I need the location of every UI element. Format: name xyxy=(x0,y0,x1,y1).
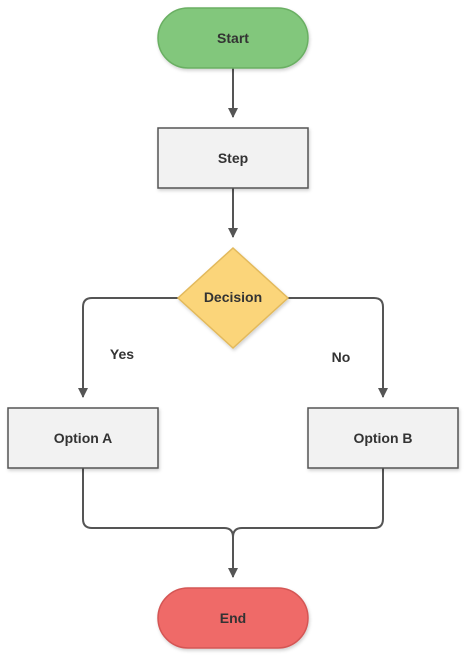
end-node[interactable] xyxy=(157,587,309,649)
step-shape xyxy=(157,127,309,189)
connector-option-b-to-end xyxy=(232,468,384,538)
option-b-node[interactable] xyxy=(307,407,459,469)
step-node[interactable] xyxy=(157,127,309,189)
end-label: End xyxy=(220,610,246,626)
decision-shape xyxy=(176,246,290,350)
no-edge-label: No xyxy=(332,349,351,365)
connector-option-a-to-end xyxy=(82,468,238,578)
end-shape xyxy=(157,587,309,649)
start-shape xyxy=(157,7,309,69)
option-b-label: Option B xyxy=(353,430,412,446)
decision-node[interactable] xyxy=(176,246,290,350)
step-label: Step xyxy=(218,150,248,166)
decision-label: Decision xyxy=(204,289,262,305)
option-a-label: Option A xyxy=(54,430,113,446)
option-a-node[interactable] xyxy=(7,407,159,469)
option-a-shape xyxy=(7,407,159,469)
option-b-shape xyxy=(307,407,459,469)
connector-decision-to-option-a xyxy=(78,297,178,398)
start-label: Start xyxy=(217,30,249,46)
connector-decision-to-option-b xyxy=(288,297,388,398)
start-node[interactable] xyxy=(157,7,309,69)
yes-edge-label: Yes xyxy=(110,346,134,362)
